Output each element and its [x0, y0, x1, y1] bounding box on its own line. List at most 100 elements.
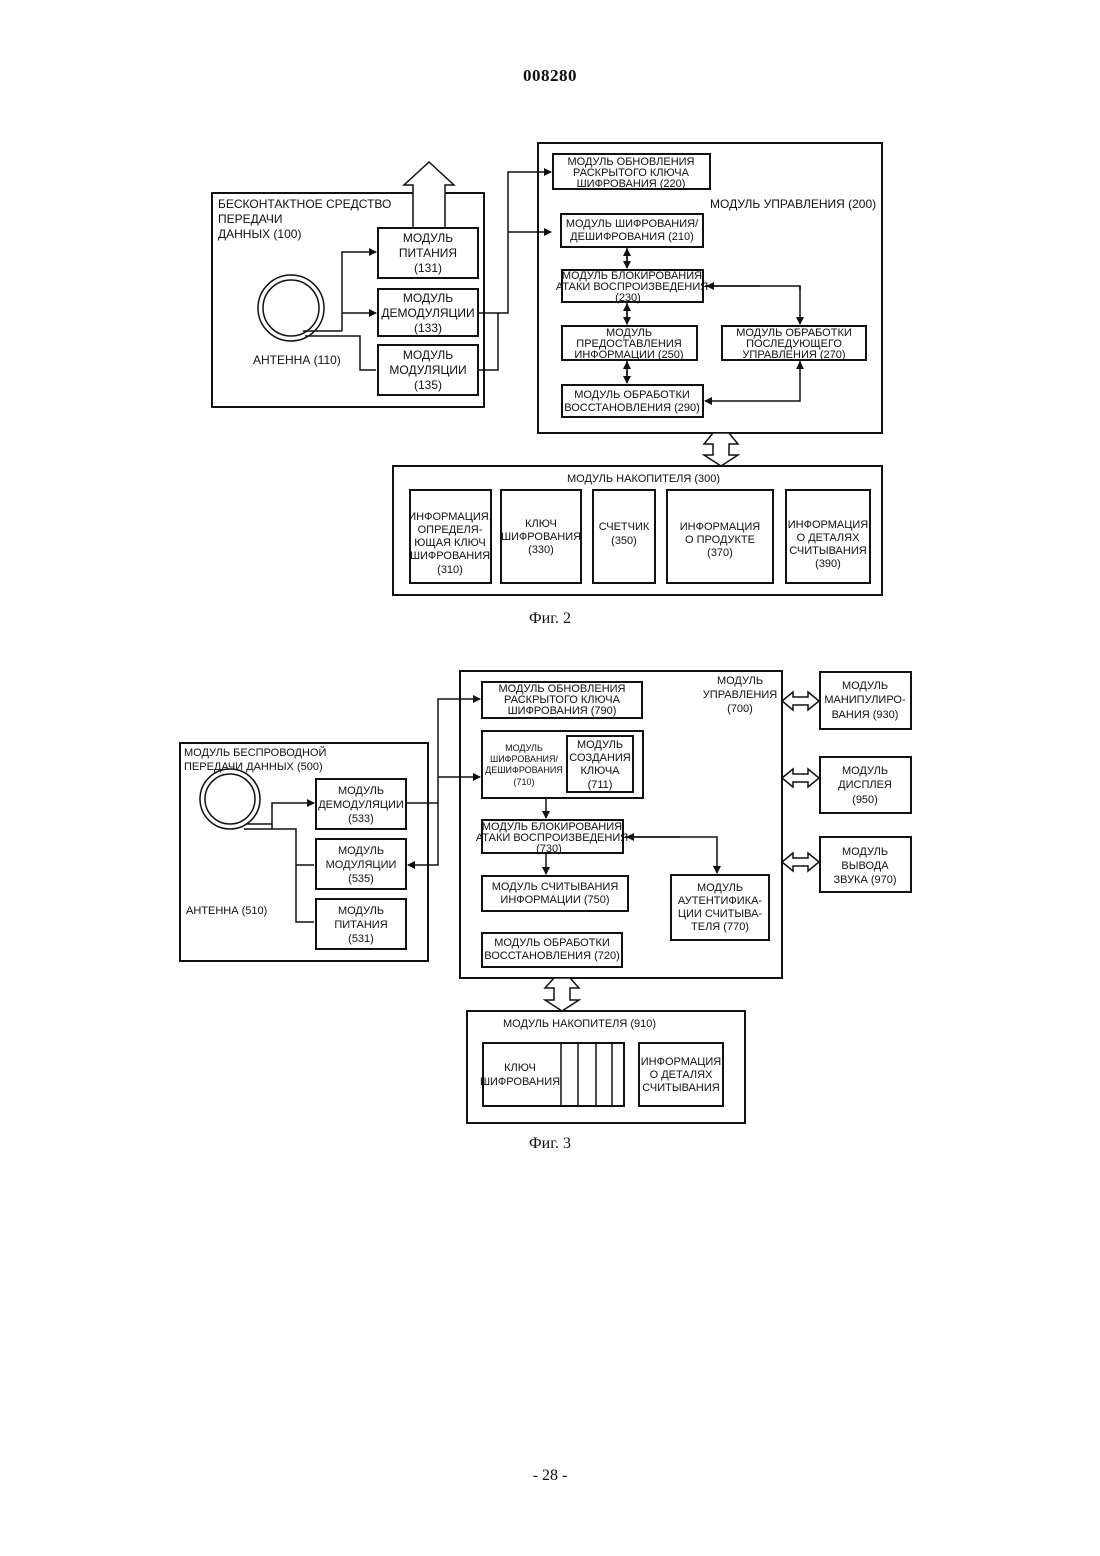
- fig2-restore-label2: ВОССТАНОВЛЕНИЯ (290): [564, 402, 700, 414]
- fig3-storage-title: МОДУЛЬ НАКОПИТЕЛЯ (910): [503, 1018, 656, 1030]
- fig3-storage-link-arrow: [545, 978, 579, 1011]
- fig2-storage-item-330: КЛЮЧ ШИФРОВАНИЯ (330): [501, 490, 581, 583]
- svg-text:МАНИПУЛИРО-: МАНИПУЛИРО-: [824, 694, 906, 706]
- svg-text:ИНФОРМАЦИЯ: ИНФОРМАЦИЯ: [641, 1056, 722, 1068]
- svg-text:УПРАВЛЕНИЯ: УПРАВЛЕНИЯ: [703, 689, 777, 701]
- svg-text:МОДУЛЬ: МОДУЛЬ: [842, 846, 888, 858]
- page-number: - 28 -: [0, 1467, 1100, 1485]
- fig2-control-links: [478, 172, 551, 370]
- svg-text:О ПРОДУКТЕ: О ПРОДУКТЕ: [685, 534, 755, 546]
- fig2-power-label3: (131): [414, 261, 442, 275]
- svg-text:МОДУЛЬ: МОДУЛЬ: [338, 845, 384, 857]
- fig2-storage-title: МОДУЛЬ НАКОПИТЕЛЯ (300): [567, 473, 720, 485]
- svg-text:О ДЕТАЛЯХ: О ДЕТАЛЯХ: [650, 1069, 713, 1081]
- svg-text:ШИФРОВАНИЯ: ШИФРОВАНИЯ: [501, 531, 581, 543]
- svg-text:ДИСПЛЕЯ: ДИСПЛЕЯ: [838, 779, 892, 791]
- fig2-encrypt-label2: ДЕШИФРОВАНИЯ (210): [570, 231, 694, 243]
- fig2-replay-label3: (230): [615, 292, 641, 304]
- svg-text:МОДУЛЬ ОБРАБОТКИ: МОДУЛЬ ОБРАБОТКИ: [494, 937, 610, 949]
- svg-text:(950): (950): [852, 794, 878, 806]
- svg-text:ДЕШИФРОВАНИЯ: ДЕШИФРОВАНИЯ: [485, 765, 563, 775]
- fig2-demod-label3: (133): [414, 321, 442, 335]
- fig2-mod-label3: (135): [414, 378, 442, 392]
- svg-text:(533): (533): [348, 813, 374, 825]
- fig2-power-output-arrow: [404, 162, 454, 228]
- svg-text:(531): (531): [348, 933, 374, 945]
- fig2-storage-item-370: ИНФОРМАЦИЯ О ПРОДУКТЕ (370): [667, 490, 773, 583]
- fig2-storage-item-350: СЧЕТЧИК (350): [593, 490, 655, 583]
- fig2-storage-item-310: ИНФОРМАЦИЯ, ОПРЕДЕЛЯ- ЮЩАЯ КЛЮЧ ШИФРОВАН…: [408, 490, 492, 583]
- fig2-key-update-label3: ШИФРОВАНИЯ (220): [577, 178, 686, 190]
- fig2-control-title: МОДУЛЬ УПРАВЛЕНИЯ (200): [710, 197, 876, 211]
- svg-text:МОДУЛЬ: МОДУЛЬ: [338, 785, 384, 797]
- fig3-device-title-line2: ПЕРЕДАЧИ ДАННЫХ (500): [184, 761, 323, 773]
- fig2-restore-label1: МОДУЛЬ ОБРАБОТКИ: [574, 389, 690, 401]
- svg-text:ШИФРОВАНИЯ/: ШИФРОВАНИЯ/: [490, 754, 559, 764]
- svg-text:ШИФРОВАНИЯ: ШИФРОВАНИЯ: [410, 550, 490, 562]
- svg-text:ЦИИ СЧИТЫВА-: ЦИИ СЧИТЫВА-: [678, 908, 763, 920]
- svg-text:О ДЕТАЛЯХ: О ДЕТАЛЯХ: [797, 532, 860, 544]
- fig3-storage-read-info-item: ИНФОРМАЦИЯ О ДЕТАЛЯХ СЧИТЫВАНИЯ: [639, 1043, 723, 1106]
- fig2-power-label2: ПИТАНИЯ: [399, 246, 457, 260]
- fig2-post-control-label3: УПРАВЛЕНИЯ (270): [742, 349, 845, 361]
- svg-text:(730): (730): [536, 843, 562, 855]
- svg-text:(700): (700): [727, 703, 753, 715]
- fig2-device-title-line2: ПЕРЕДАЧИ: [218, 212, 282, 226]
- svg-text:(370): (370): [707, 547, 733, 559]
- fig2-antenna-label: АНТЕННА (110): [253, 353, 341, 367]
- svg-text:МОДУЛЯЦИИ: МОДУЛЯЦИИ: [326, 859, 397, 871]
- fig2-storage-item-390: ИНФОРМАЦИЯ О ДЕТАЛЯХ СЧИТЫВАНИЯ (390): [786, 490, 870, 583]
- svg-text:(310): (310): [437, 564, 463, 576]
- fig3-device-title-line1: МОДУЛЬ БЕСПРОВОДНОЙ: [184, 746, 326, 759]
- fig2-storage-link-arrow: [704, 433, 738, 466]
- fig3-antenna-connections: [272, 803, 314, 922]
- svg-text:(390): (390): [815, 558, 841, 570]
- svg-text:СЧИТЫВАНИЯ: СЧИТЫВАНИЯ: [789, 545, 866, 557]
- svg-text:КЛЮЧА: КЛЮЧА: [580, 765, 620, 777]
- svg-text:КЛЮЧ: КЛЮЧ: [525, 518, 557, 530]
- fig3-caption: Фиг. 3: [0, 1135, 1100, 1153]
- fig2-encrypt-label1: МОДУЛЬ ШИФРОВАНИЯ/: [566, 218, 699, 230]
- fig2-demod-label2: ДЕМОДУЛЯЦИИ: [381, 306, 474, 320]
- svg-text:МОДУЛЬ: МОДУЛЬ: [717, 675, 763, 687]
- fig3-storage-key-item: КЛЮЧ ШИФРОВАНИЯ: [480, 1043, 624, 1106]
- fig3-control-links: [406, 699, 480, 865]
- svg-text:(330): (330): [528, 544, 554, 556]
- svg-text:МОДУЛЬ: МОДУЛЬ: [577, 739, 623, 751]
- svg-text:МОДУЛЬ: МОДУЛЬ: [505, 743, 543, 753]
- svg-text:МОДУЛЬ СЧИТЫВАНИЯ: МОДУЛЬ СЧИТЫВАНИЯ: [492, 881, 619, 893]
- svg-text:ВЫВОДА: ВЫВОДА: [841, 860, 889, 872]
- svg-text:МОДУЛЬ: МОДУЛЬ: [338, 905, 384, 917]
- svg-text:ОПРЕДЕЛЯ-: ОПРЕДЕЛЯ-: [418, 524, 483, 536]
- svg-text:ЮЩАЯ КЛЮЧ: ЮЩАЯ КЛЮЧ: [414, 537, 485, 549]
- fig3-diagram: МОДУЛЬ БЕСПРОВОДНОЙ ПЕРЕДАЧИ ДАННЫХ (500…: [180, 671, 911, 1123]
- svg-text:ПИТАНИЯ: ПИТАНИЯ: [334, 919, 387, 931]
- svg-text:МОДУЛЬ: МОДУЛЬ: [842, 765, 888, 777]
- fig2-device-title-line3: ДАННЫХ (100): [218, 227, 301, 241]
- fig2-device-title: БЕСКОНТАКТНОЕ СРЕДСТВО ПЕРЕДАЧИ ДАННЫХ (…: [218, 197, 391, 241]
- svg-text:(350): (350): [611, 535, 637, 547]
- fig2-antenna-connections: [342, 252, 376, 370]
- svg-text:ЗВУКА (970): ЗВУКА (970): [833, 874, 896, 886]
- svg-text:СЧИТЫВАНИЯ: СЧИТЫВАНИЯ: [642, 1082, 719, 1094]
- svg-text:ВОССТАНОВЛЕНИЯ (720): ВОССТАНОВЛЕНИЯ (720): [484, 950, 620, 962]
- svg-text:ШИФРОВАНИЯ (790): ШИФРОВАНИЯ (790): [508, 705, 617, 717]
- svg-text:ДЕМОДУЛЯЦИИ: ДЕМОДУЛЯЦИИ: [318, 799, 404, 811]
- fig3-peripheral-arrows: [782, 692, 819, 871]
- fig2-antenna-icon: [258, 275, 342, 341]
- fig2-mod-label2: МОДУЛЯЦИИ: [389, 363, 466, 377]
- svg-text:ИНФОРМАЦИЯ,: ИНФОРМАЦИЯ,: [408, 511, 492, 523]
- svg-text:ТЕЛЯ (770): ТЕЛЯ (770): [691, 921, 749, 933]
- svg-text:(710): (710): [513, 777, 534, 787]
- fig3-antenna-icon: [200, 769, 272, 829]
- svg-text:МОДУЛЬ: МОДУЛЬ: [842, 680, 888, 692]
- svg-text:КЛЮЧ: КЛЮЧ: [504, 1062, 536, 1074]
- svg-text:АУТЕНТИФИКА-: АУТЕНТИФИКА-: [678, 895, 762, 907]
- fig2-info-provide-label3: ИНФОРМАЦИИ (250): [574, 349, 683, 361]
- svg-text:СЧЕТЧИК: СЧЕТЧИК: [599, 521, 650, 533]
- svg-text:ШИФРОВАНИЯ: ШИФРОВАНИЯ: [480, 1076, 560, 1088]
- svg-text:МОДУЛЬ: МОДУЛЬ: [697, 882, 743, 894]
- fig2-demod-label1: МОДУЛЬ: [403, 291, 453, 305]
- svg-text:ИНФОРМАЦИЯ: ИНФОРМАЦИЯ: [788, 519, 869, 531]
- fig2-diagram: БЕСКОНТАКТНОЕ СРЕДСТВО ПЕРЕДАЧИ ДАННЫХ (…: [212, 143, 882, 595]
